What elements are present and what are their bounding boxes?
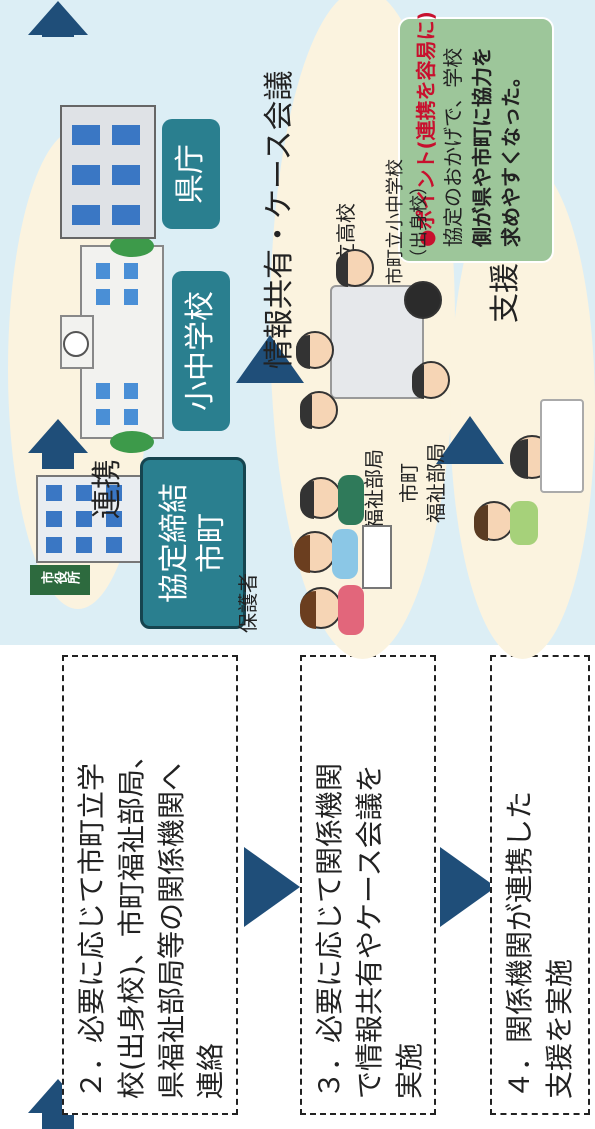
- school-clock-icon: [63, 331, 89, 357]
- step-2-line-3: 県福祉部局等の関係機関へ: [154, 762, 188, 1099]
- point-line-2: 側が県や市町に協力を: [470, 47, 494, 247]
- school-tag: 小中学校: [172, 271, 230, 431]
- school-building: [60, 235, 168, 453]
- arrow-step-2-to-3: [244, 847, 300, 927]
- step-4-line-2: 支援を実施: [542, 958, 576, 1099]
- city-tag-line-1: 協定締結: [156, 483, 192, 603]
- city-tag-line-2: 市町: [194, 513, 229, 573]
- city-agreement-tag: 協定締結 市町: [140, 457, 246, 629]
- city-welfare-label: 市町 福祉部局: [397, 443, 448, 523]
- step-2-line-2: 校(出身校)、市町福祉部局、: [114, 741, 148, 1099]
- point-line-1: 協定のおかげで、学校: [441, 47, 465, 247]
- step-3-line-3: 実施: [392, 1042, 426, 1099]
- step-3-box: ３．必要に応じて関係機関 で情報共有やケース会議を 実施: [300, 655, 436, 1115]
- prefectural-office-tag: 県庁: [162, 119, 220, 229]
- meeting-title: 情報共有・ケース会議: [262, 70, 297, 370]
- arrow-step-3-to-4: [440, 847, 496, 927]
- step-4-box: ４．関係機関が連携した 支援を実施: [490, 655, 590, 1115]
- step-4-line-1: ４．関係機関が連携した: [503, 790, 536, 1099]
- city-school-label: 市町立小中学校 （出身校）: [385, 159, 431, 285]
- support-desk: [540, 399, 584, 493]
- step-3-line-2: で情報共有やケース会議を: [352, 764, 386, 1099]
- collaboration-title: 連携: [90, 459, 125, 519]
- guardian-label: 保護者: [236, 573, 260, 633]
- step-2-line-4: 連絡: [194, 1042, 228, 1099]
- step-3-line-1: ３．必要に応じて関係機関: [313, 762, 346, 1099]
- city-hall-sign: 市役所: [30, 565, 90, 595]
- guardian-laptop: [362, 525, 392, 589]
- prefectural-office-building: [60, 105, 156, 239]
- support-title: 支援: [488, 263, 523, 323]
- step-2-line-1: ２．必要に応じて市町立学: [75, 762, 108, 1099]
- collab-arrow-2: [28, 0, 88, 37]
- point-line-3: 求めやすくなった。: [499, 67, 523, 247]
- step-2-box: ２．必要に応じて市町立学 校(出身校)、市町福祉部局、 県福祉部局等の関係機関へ…: [62, 655, 238, 1115]
